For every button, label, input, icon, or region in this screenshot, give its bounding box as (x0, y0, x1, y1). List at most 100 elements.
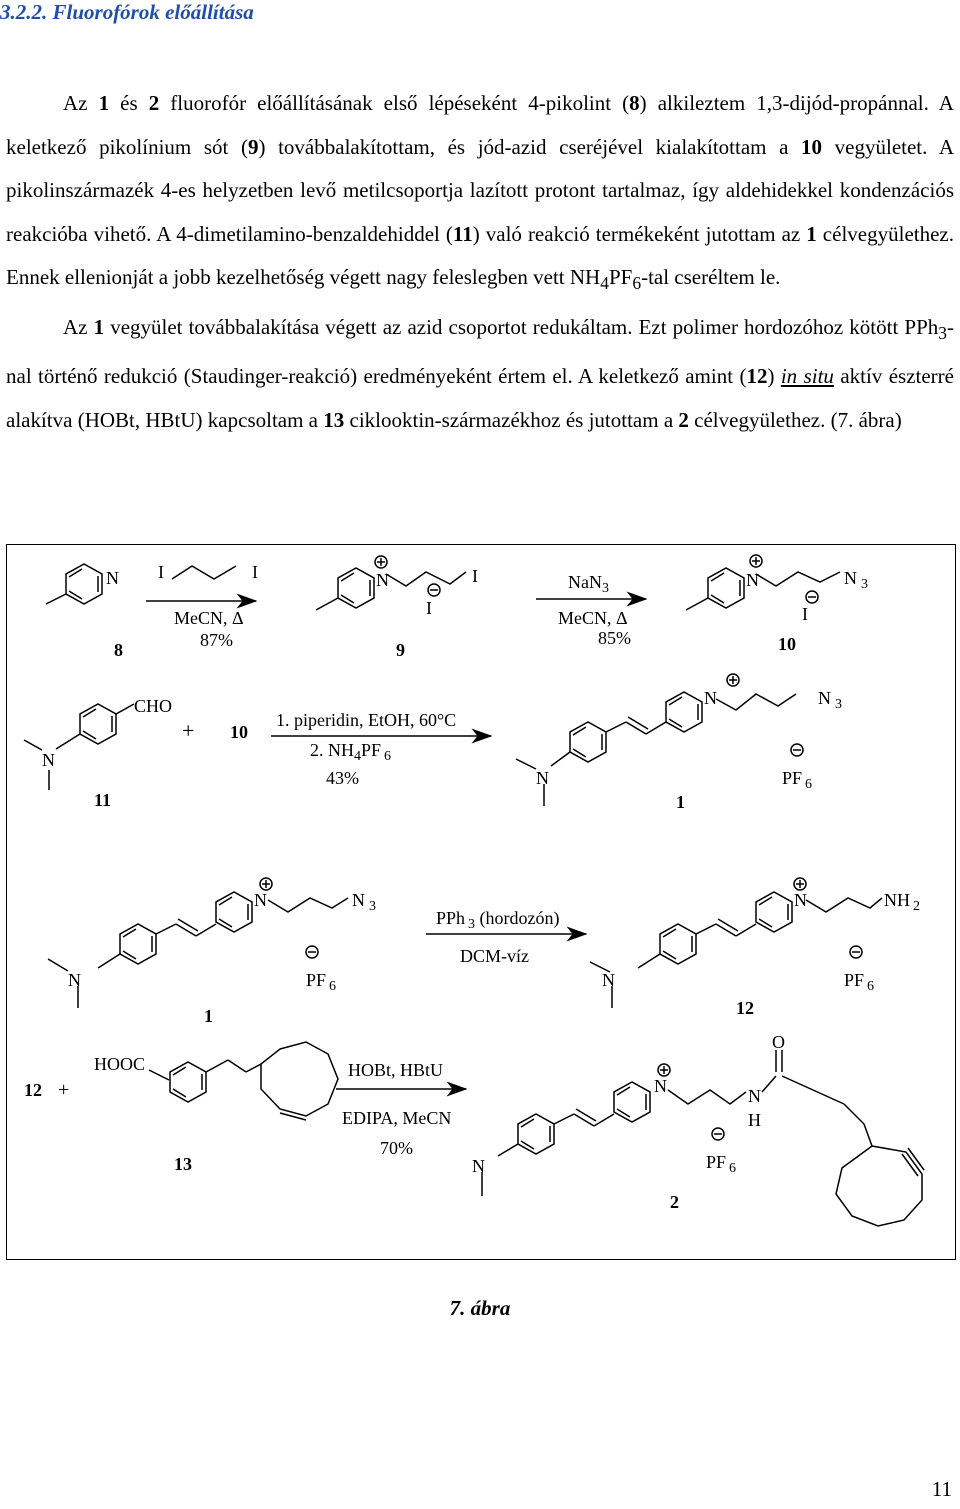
r5-yield: 70% (380, 1138, 413, 1158)
paragraph-segment: célvegyülethez. (7. ábra) (688, 407, 902, 432)
atom-n-1-pyridinium: N (704, 688, 717, 708)
compound-12-structure (589, 877, 883, 1008)
atom-n-1-pyridinium-row3: N (254, 890, 267, 910)
paragraph-2: Az 1 vegyület továbbalakítása végett az … (6, 306, 954, 443)
paragraph-segment: Az (63, 314, 94, 339)
amide-n-2: N (748, 1086, 761, 1106)
atom-n-12-amine: N (602, 970, 615, 990)
paragraph-segment: 13 (323, 407, 345, 432)
compound-9-structure (315, 555, 467, 611)
diiodopropane-structure (171, 565, 237, 580)
paragraph-segment: 1 (93, 314, 105, 339)
atom-n-1-amine-row3: N (68, 970, 81, 990)
paragraph-segment: és (109, 91, 149, 115)
section-title: Fluorofórok előállítása (52, 0, 254, 24)
compound-13-structure (148, 1041, 339, 1121)
r2-solvent: MeCN, Δ (558, 608, 628, 628)
label-compound-10: 10 (778, 634, 796, 654)
compound-8-structure (45, 563, 103, 605)
paragraph-segment: 2 (148, 91, 160, 115)
atom-i-10-counterion: I (802, 604, 808, 624)
r2-reagent: NaN3 (568, 572, 609, 596)
paragraph-segment: vegyület továbbalakítása végett az azid … (104, 314, 939, 339)
atom-n-10: N (746, 570, 759, 590)
r5-plus: + (58, 1079, 69, 1101)
r3-plus: + (182, 718, 194, 743)
paragraph-segment: 1 (806, 221, 817, 246)
paragraph-segment: Az (63, 91, 99, 115)
atom-n-12-pyridinium: N (794, 890, 807, 910)
atom-i-9-counterion: I (426, 598, 432, 618)
paragraph-segment: 10 (801, 134, 823, 159)
paragraph-segment: 2 (678, 407, 689, 432)
paragraph-segment: -nal történő redukció (Staudinger-reakci… (6, 314, 954, 389)
r2-yield: 85% (598, 628, 631, 648)
label-compound-9: 9 (396, 640, 405, 660)
paragraph-segment: in situ (780, 364, 834, 389)
paragraph-segment: ciklooktin-származékhoz és jutottam a (344, 407, 679, 432)
r5-solvent: EDIPA, MeCN (342, 1108, 451, 1128)
paragraph-segment: célvegyülethez. Ennek ellenionját a jobb… (6, 221, 954, 290)
compound-1-structure (515, 673, 804, 806)
reagent-i-right: I (252, 562, 258, 582)
paragraph-segment: 12 (746, 364, 768, 389)
r3-partner: 10 (230, 722, 248, 742)
atom-n-1-amine: N (536, 768, 549, 788)
r5-reagent: HOBt, HBtU (348, 1060, 443, 1080)
label-compound-2: 2 (670, 1192, 679, 1212)
hooc-group: HOOC (94, 1054, 145, 1074)
paragraph-1: Az 1 és 2 fluorofór előállításának első … (6, 82, 954, 306)
paragraph-segment: 9 (247, 134, 259, 159)
atom-n-2-amine: N (472, 1156, 485, 1176)
r1-solvent: MeCN, Δ (174, 608, 244, 628)
label-compound-1-row3: 1 (204, 1006, 213, 1026)
paragraph-segment: ) alkileztem 1,3-dijód-propánnal. A kele… (6, 91, 954, 159)
amide-h-2: H (748, 1110, 761, 1130)
r4-solvent: DCM-víz (460, 946, 529, 966)
paragraph-segment: 6 (632, 273, 642, 294)
paragraph-segment: 11 (452, 221, 473, 246)
label-compound-1: 1 (676, 792, 685, 812)
reagent-i-left: I (158, 562, 164, 582)
compound-2-structure (481, 1050, 925, 1227)
body-text: Az 1 és 2 fluorofór előállításának első … (6, 82, 954, 442)
page-number: 11 (931, 1477, 952, 1501)
scheme-frame (6, 544, 956, 1260)
paragraph-segment: 1 (98, 91, 110, 115)
compound-10-structure (685, 554, 841, 611)
reaction-scheme: N 8 I I MeCN, Δ 87% N I I 9 NaN3 MeCN, Δ… (6, 544, 956, 1260)
paragraph-segment: 8 (629, 91, 640, 115)
paragraph-segment: vegyületet. A pikolinszármazék 4-es hely… (6, 134, 955, 246)
r3-step1: 1. piperidin, EtOH, 60°C (276, 710, 456, 730)
paragraph-segment: ) továbbalakítottam, és jód-azid cseréjé… (258, 134, 802, 159)
figure-caption: 7. ábra (449, 1296, 511, 1320)
paragraph-segment: -tal cseréltem le. (641, 265, 781, 289)
paragraph-segment: 3 (938, 322, 947, 343)
r1-yield: 87% (200, 630, 233, 650)
atom-n-11: N (42, 750, 55, 770)
r3-yield: 43% (326, 768, 359, 788)
compound-1-structure-row3 (47, 877, 349, 1008)
paragraph-segment: ) (767, 364, 781, 389)
section-heading: 3.2.2. Fluorofórok előállítása (0, 0, 254, 25)
paragraph-segment: ) való reakció termékeként jutottam az (472, 221, 807, 246)
label-compound-12: 12 (736, 998, 754, 1018)
label-compound-11: 11 (94, 790, 111, 810)
paragraph-segment: aktív észterré alakítva (HOBt, HBtU) kap… (6, 364, 954, 432)
atom-i-9-chain: I (472, 566, 478, 586)
atom-n-8: N (106, 568, 119, 588)
paragraph-segment: PF (608, 265, 633, 289)
paragraph-segment: fluorofór előállításának első lépéseként… (159, 91, 630, 115)
label-compound-13: 13 (174, 1154, 192, 1174)
paragraph-segment: 4 (600, 273, 609, 294)
